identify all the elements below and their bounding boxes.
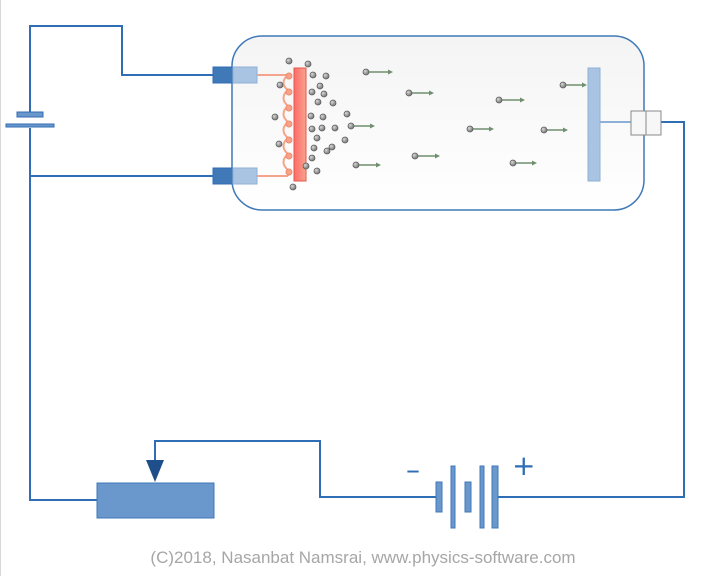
wire-left-down	[29, 176, 97, 501]
filament-coil-icon	[285, 72, 293, 176]
electron-dot-icon	[540, 126, 568, 134]
electron-dot-icon	[509, 159, 537, 167]
wire-filament-bottom	[29, 128, 213, 177]
circuit-wires	[29, 25, 685, 501]
electron-cloud	[271, 57, 351, 191]
tube-connector-bottom	[212, 167, 258, 185]
frame-edge	[0, 0, 1, 576]
copyright-notice: (C)2018, Nasanbat Namsrai, www.physics-s…	[150, 548, 576, 567]
moving-electrons	[347, 68, 587, 169]
tube-connector-top	[212, 66, 258, 84]
electron-dot-icon	[559, 81, 587, 89]
electron-dot-icon	[352, 161, 381, 169]
wire-right-collector	[498, 121, 685, 498]
electron-dot-icon	[362, 68, 393, 76]
rheostat-slider-icon[interactable]	[96, 460, 215, 519]
wire-rheostat-battery	[154, 440, 436, 498]
battery-stack-icon	[435, 465, 499, 529]
electron-dot-icon	[405, 89, 434, 97]
electron-dot-icon	[466, 125, 494, 133]
cathode-plate	[293, 67, 307, 182]
electron-dot-icon	[411, 152, 440, 160]
electron-dot-icon	[347, 122, 375, 130]
battery-cell-icon	[5, 111, 55, 128]
anode-collector	[587, 67, 662, 182]
electron-dot-icon	[495, 96, 525, 104]
wire-filament-top	[29, 25, 213, 112]
battery-positive-sign: +	[512, 449, 536, 482]
battery-negative-sign: –	[406, 453, 420, 486]
